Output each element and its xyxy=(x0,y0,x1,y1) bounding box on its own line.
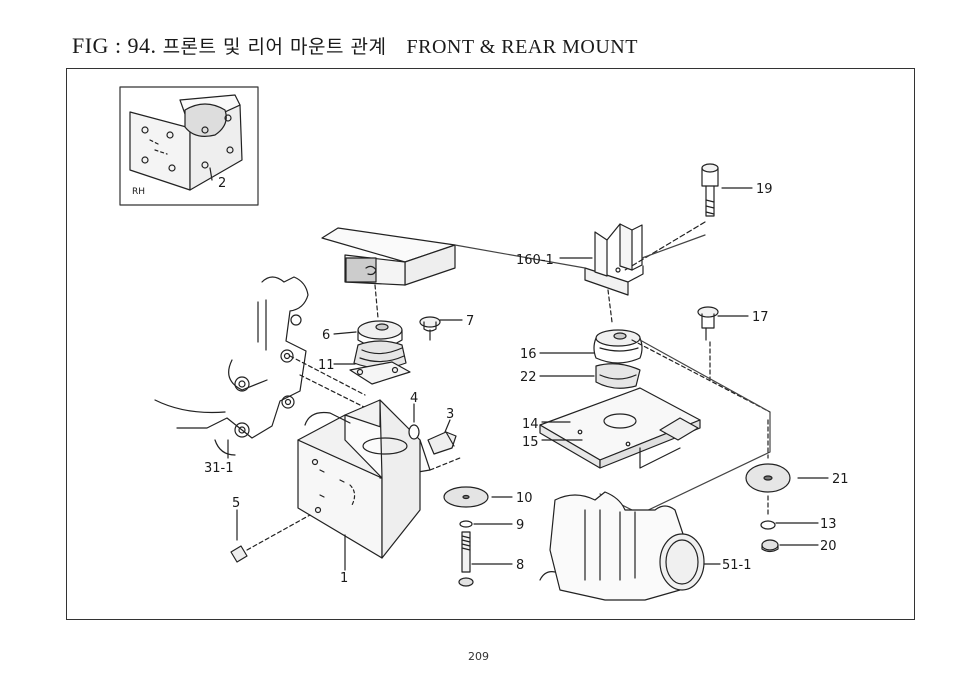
callout-19: 19 xyxy=(756,182,773,197)
washer-part-9 xyxy=(459,520,473,528)
figure-number: FIG : 94. xyxy=(72,33,157,58)
page-number: 209 xyxy=(468,650,489,663)
callout-9: 9 xyxy=(516,518,524,533)
bolt-part-8 xyxy=(458,531,474,587)
callout-14: 14 xyxy=(522,417,539,432)
washer-part-13 xyxy=(760,520,776,530)
callout-5: 5 xyxy=(232,496,240,511)
callout-20: 20 xyxy=(820,539,837,554)
figure-title: FIG : 94. 프론트 및 리어 마운트 관계 FRONT & REAR M… xyxy=(72,32,638,59)
bolt-part-19 xyxy=(701,163,719,217)
callout-31-1: 31-1 xyxy=(204,461,234,476)
bracket-part-1 xyxy=(297,399,461,559)
callout-160-1: 160-1 xyxy=(516,253,554,268)
upper-frame-member xyxy=(321,227,456,286)
engine-block-31-1 xyxy=(154,276,309,456)
callout-7: 7 xyxy=(466,314,474,329)
figure-title-english: FRONT & REAR MOUNT xyxy=(406,36,638,58)
callout-2: 2 xyxy=(218,176,226,191)
inset-rh-label: RH xyxy=(132,187,145,197)
callout-8: 8 xyxy=(516,558,524,573)
callout-22: 22 xyxy=(520,370,537,385)
bracket-part-160-1 xyxy=(454,223,706,296)
nut-part-20 xyxy=(761,539,779,553)
callout-21: 21 xyxy=(832,472,849,487)
callout-4: 4 xyxy=(410,391,418,406)
rear-mount-assembly: 19 160-1 17 xyxy=(454,163,849,601)
washer-part-4 xyxy=(408,424,420,440)
callout-11: 11 xyxy=(318,358,335,373)
callout-51-1: 51-1 xyxy=(722,558,752,573)
bolt-part-7 xyxy=(419,316,441,341)
rh-inset: 2 RH xyxy=(119,86,259,206)
plate-part-14 xyxy=(539,387,701,469)
bolt-part-3 xyxy=(427,431,457,455)
bolt-part-5 xyxy=(230,514,311,563)
insulator-part-16 xyxy=(593,329,643,364)
plate-part-10 xyxy=(443,486,489,508)
cushion-part-11 xyxy=(349,340,411,385)
diagram-frame xyxy=(66,68,915,620)
callout-15: 15 xyxy=(522,435,539,450)
inset-frame xyxy=(119,86,259,206)
callout-3: 3 xyxy=(446,407,454,422)
callout-13: 13 xyxy=(820,517,837,532)
bolt-part-17 xyxy=(697,306,719,341)
cushion-part-22 xyxy=(595,363,641,389)
transmission-part-51-1 xyxy=(539,491,705,601)
callout-6: 6 xyxy=(322,328,330,343)
callout-17: 17 xyxy=(752,310,769,325)
callout-10: 10 xyxy=(516,491,533,506)
figure-title-korean: 프론트 및 리어 마운트 관계 xyxy=(162,36,387,58)
callout-1: 1 xyxy=(340,571,348,586)
inset-bracket-part-2 xyxy=(129,94,243,191)
front-mount-assembly: 31-1 6 11 7 xyxy=(154,227,533,587)
plate-part-21 xyxy=(745,463,791,493)
callout-16: 16 xyxy=(520,347,537,362)
